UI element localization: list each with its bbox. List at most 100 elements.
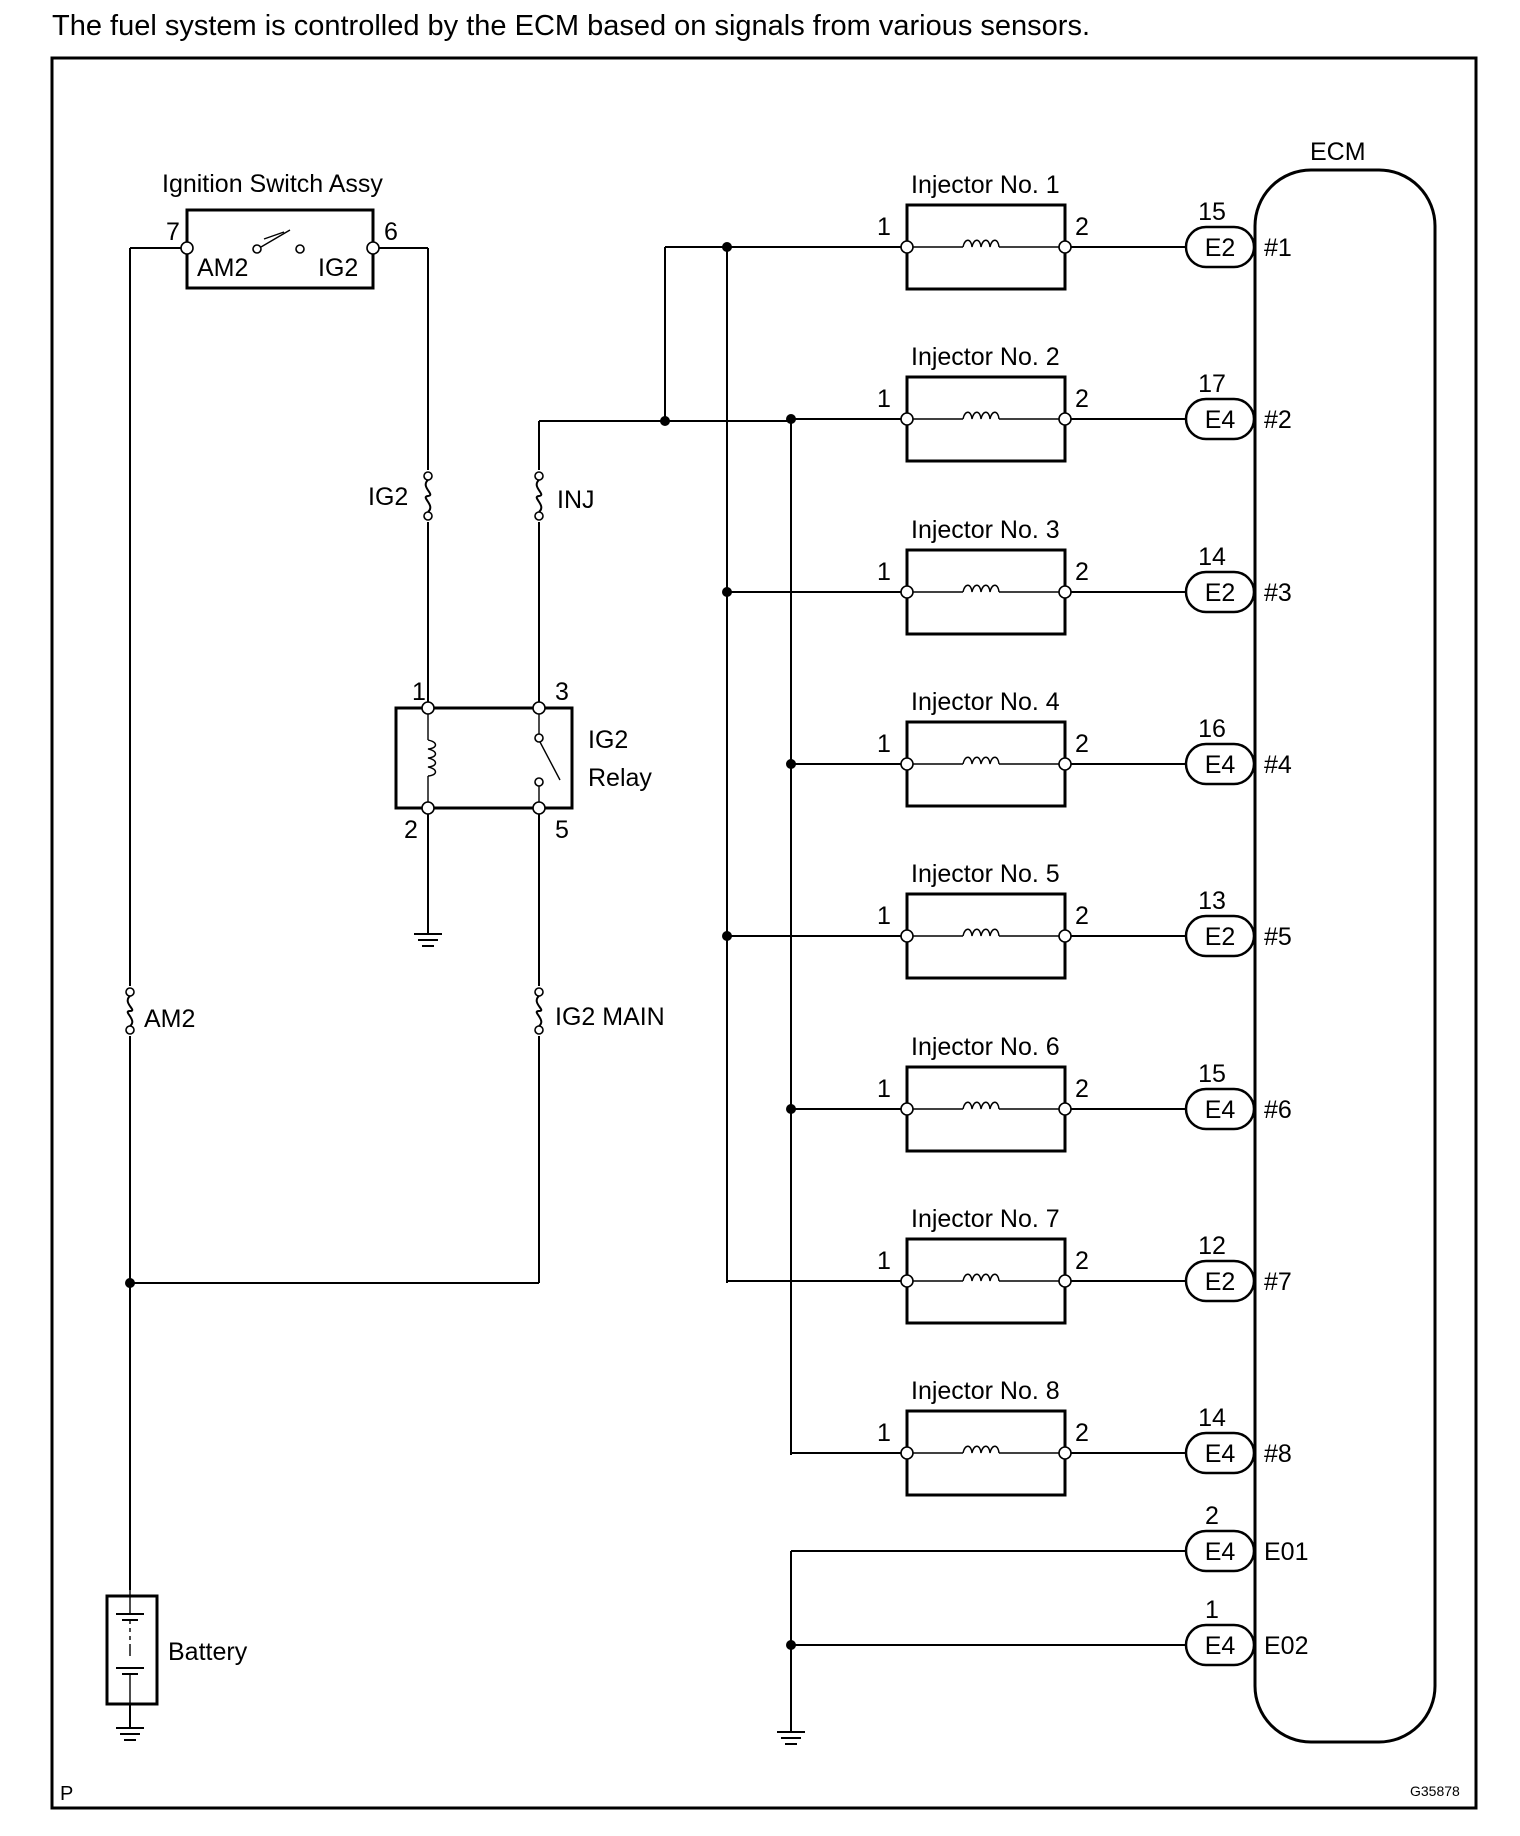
connector-code: E2 bbox=[1205, 923, 1236, 951]
ecm-pin-number: 2 bbox=[1205, 1502, 1219, 1530]
ecm-connector-group: E215#1E417#2E214#3E416#4E213#5E415#6E212… bbox=[1184, 198, 1308, 1667]
diagram-caption: The fuel system is controlled by the ECM… bbox=[52, 10, 1091, 42]
ecm-pin-number: 13 bbox=[1198, 887, 1226, 915]
relay-name-line2: Relay bbox=[588, 764, 652, 792]
inj-fuse: INJ bbox=[533, 470, 595, 522]
injector-pin-out: 2 bbox=[1075, 730, 1089, 758]
injector-5: Injector No. 5 1 2 bbox=[722, 860, 1186, 980]
injector-7: Injector No. 7 1 2 bbox=[727, 1205, 1186, 1325]
ecm-terminal-name: #7 bbox=[1264, 1268, 1292, 1296]
relay-pin-1: 1 bbox=[412, 678, 426, 706]
relay-name-line1: IG2 bbox=[588, 726, 628, 754]
junction-dot bbox=[722, 931, 732, 941]
ecm-pin-number: 14 bbox=[1198, 1404, 1226, 1432]
ig2-relay: 1 3 2 5 IG2 Relay bbox=[394, 678, 652, 844]
corner-mark: P bbox=[60, 1783, 73, 1805]
ignition-switch-pin-6: 6 bbox=[384, 218, 398, 246]
injector-label: Injector No. 4 bbox=[911, 688, 1060, 716]
ecm-pin-number: 16 bbox=[1198, 715, 1226, 743]
relay-pin-5: 5 bbox=[555, 816, 569, 844]
injector-label: Injector No. 2 bbox=[911, 343, 1060, 371]
ecm-pin-number: 17 bbox=[1198, 370, 1226, 398]
ecm-terminal-name: #6 bbox=[1264, 1096, 1292, 1124]
junction-dot bbox=[660, 416, 670, 426]
injector-pin-out: 2 bbox=[1075, 1247, 1089, 1275]
junction-dot bbox=[125, 1278, 135, 1288]
ig2-fuse-label: IG2 bbox=[368, 483, 408, 511]
injector-pin-out: 2 bbox=[1075, 902, 1089, 930]
junction-dot bbox=[786, 1104, 796, 1114]
junction-dot bbox=[722, 587, 732, 597]
relay-ground-icon bbox=[414, 933, 442, 947]
ecm-terminal-name: E01 bbox=[1264, 1538, 1308, 1566]
injector-label: Injector No. 5 bbox=[911, 860, 1060, 888]
junction-dot bbox=[786, 1640, 796, 1650]
ecm-connector-2: E4 17 #2 bbox=[1184, 370, 1292, 441]
injector-label: Injector No. 8 bbox=[911, 1377, 1060, 1405]
ecm-pin-number: 12 bbox=[1198, 1232, 1226, 1260]
injector-label: Injector No. 6 bbox=[911, 1033, 1060, 1061]
relay-pin-3: 3 bbox=[555, 678, 569, 706]
injector-1: Injector No. 1 1 2 bbox=[722, 171, 1186, 291]
ecm-terminal-name: #3 bbox=[1264, 579, 1292, 607]
injector-pin-in: 1 bbox=[877, 1075, 891, 1103]
injector-pin-in: 1 bbox=[877, 730, 891, 758]
injector-pin-in: 1 bbox=[877, 213, 891, 241]
injector-pin-in: 1 bbox=[877, 1247, 891, 1275]
inj-fuse-label: INJ bbox=[557, 486, 595, 514]
junction-dot bbox=[786, 759, 796, 769]
ig2-fuse: IG2 bbox=[368, 470, 436, 522]
ecm-terminal-name: #8 bbox=[1264, 1440, 1292, 1468]
connector-code: E4 bbox=[1205, 1538, 1236, 1566]
connector-code: E4 bbox=[1205, 1096, 1236, 1124]
ecm-pin-number: 15 bbox=[1198, 198, 1226, 226]
ecm-connector-3: E2 14 #3 bbox=[1184, 543, 1292, 614]
injector-2: Injector No. 2 1 2 bbox=[786, 343, 1186, 463]
ecm-pin-number: 14 bbox=[1198, 543, 1226, 571]
injector-pin-in: 1 bbox=[877, 385, 891, 413]
junction-dot bbox=[722, 242, 732, 252]
ig2-main-fuse: IG2 MAIN bbox=[533, 986, 665, 1036]
injector-label: Injector No. 1 bbox=[911, 171, 1060, 199]
injector-4: Injector No. 4 1 2 bbox=[786, 688, 1186, 808]
injector-pin-in: 1 bbox=[877, 902, 891, 930]
ecm-label: ECM bbox=[1310, 138, 1366, 166]
ignition-switch-contact-ig2: IG2 bbox=[318, 254, 358, 282]
connector-code: E4 bbox=[1205, 406, 1236, 434]
injector-pin-out: 2 bbox=[1075, 213, 1089, 241]
ignition-switch-contact-am2: AM2 bbox=[197, 254, 248, 282]
am2-fuse: AM2 bbox=[124, 986, 195, 1036]
ecm-terminal-name: #2 bbox=[1264, 406, 1292, 434]
ignition-switch-label: Ignition Switch Assy bbox=[162, 170, 383, 198]
injector-pin-in: 1 bbox=[877, 558, 891, 586]
ecm-terminal-name: #4 bbox=[1264, 751, 1292, 779]
ecm-connector-8: E4 14 #8 bbox=[1184, 1404, 1292, 1475]
ecm-terminal-name: E02 bbox=[1264, 1632, 1308, 1660]
ecm-unit: ECM bbox=[1253, 138, 1437, 1744]
ecm-ground-icon bbox=[777, 1731, 805, 1745]
connector-code: E4 bbox=[1205, 1632, 1236, 1660]
figure-code: G35878 bbox=[1410, 1783, 1460, 1799]
injector-pin-out: 2 bbox=[1075, 385, 1089, 413]
ignition-switch: Ignition Switch Assy 7 6 AM2 IG2 bbox=[162, 170, 398, 290]
battery-ground-icon bbox=[116, 1727, 144, 1741]
injector-label: Injector No. 3 bbox=[911, 516, 1060, 544]
ecm-pin-number: 1 bbox=[1205, 1596, 1219, 1624]
connector-code: E4 bbox=[1205, 1440, 1236, 1468]
connector-code: E2 bbox=[1205, 579, 1236, 607]
ig2-main-fuse-label: IG2 MAIN bbox=[555, 1003, 665, 1031]
battery-label: Battery bbox=[168, 1638, 248, 1666]
injector-label: Injector No. 7 bbox=[911, 1205, 1060, 1233]
